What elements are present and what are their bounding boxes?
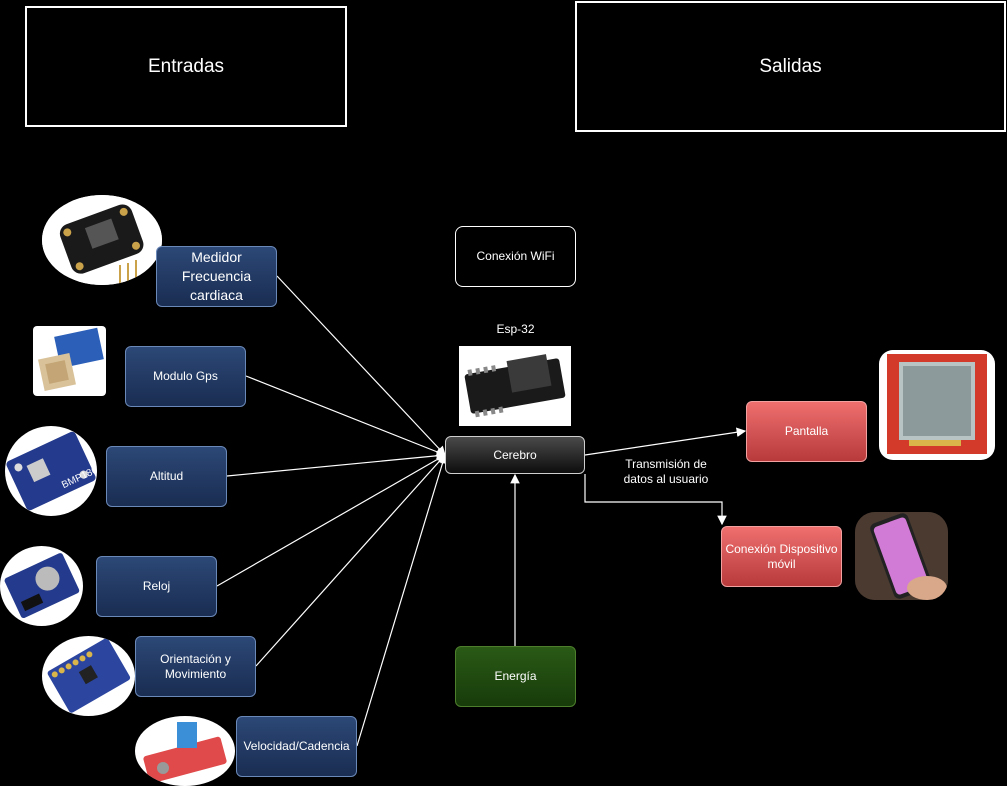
- altitude-label: Altitud: [149, 469, 184, 483]
- screen-image: [879, 350, 995, 460]
- altitude-node[interactable]: Altitud: [106, 446, 227, 507]
- orientation-sensor-icon: [47, 638, 131, 713]
- wifi-label: Conexión WiFi: [476, 249, 555, 263]
- orientation-node[interactable]: Orientación y Movimiento: [135, 636, 256, 697]
- esp32-board-image: [459, 346, 571, 426]
- clock-module-image: [0, 546, 83, 626]
- outputs-header-label: Salidas: [759, 55, 822, 77]
- board-caption: Esp-32: [496, 322, 535, 336]
- line-altitude: [226, 451, 447, 477]
- line-heart-rate: [276, 275, 446, 456]
- energy-label: Energía: [494, 669, 537, 683]
- outputs-header: Salidas: [575, 1, 1006, 132]
- line-mobile: [584, 474, 727, 526]
- clock-node[interactable]: Reloj: [96, 556, 217, 617]
- altitude-sensor-image: BMP180: [5, 426, 97, 516]
- lcd-screen-icon: [887, 354, 987, 454]
- mobile-label: Conexión Dispositivo móvil: [725, 541, 838, 571]
- line-gps: [245, 375, 447, 457]
- gps-node[interactable]: Modulo Gps: [125, 346, 246, 407]
- wifi-node[interactable]: Conexión WiFi: [455, 226, 576, 287]
- speed-label: Velocidad/Cadencia: [243, 739, 350, 753]
- heart-rate-label: Medidor Frecuencia cardiaca: [181, 249, 252, 303]
- gps-module-image: [33, 326, 106, 396]
- screen-label: Pantalla: [784, 424, 829, 438]
- inputs-header-label: Entradas: [147, 55, 225, 77]
- brain-label: Cerebro: [493, 447, 537, 462]
- clock-label: Reloj: [142, 579, 171, 593]
- screen-node[interactable]: Pantalla: [746, 401, 867, 462]
- inputs-header: Entradas: [25, 6, 347, 127]
- mobile-node[interactable]: Conexión Dispositivo móvil: [721, 526, 842, 587]
- speed-sensor-icon: [143, 722, 227, 784]
- gps-label: Modulo Gps: [153, 369, 218, 383]
- speed-sensor-image: [135, 716, 235, 786]
- orientation-sensor-image: [42, 636, 135, 716]
- brain-node[interactable]: Cerebro: [445, 436, 585, 474]
- esp32-board-icon: [464, 354, 566, 418]
- orientation-label: Orientación y Movimiento: [160, 651, 231, 681]
- smartphone-icon: [855, 512, 948, 600]
- transmission-label: Transmisión de datos al usuario: [623, 457, 709, 486]
- altitude-sensor-icon: BMP180: [6, 431, 97, 511]
- line-screen: [584, 427, 747, 456]
- clock-module-icon: [4, 553, 80, 619]
- line-speed: [356, 453, 448, 747]
- heart-rate-sensor-icon: [42, 195, 162, 285]
- gps-module-icon: [38, 327, 104, 391]
- mobile-image: [855, 512, 948, 600]
- speed-node[interactable]: Velocidad/Cadencia: [236, 716, 357, 777]
- energy-node[interactable]: Energía: [455, 646, 576, 707]
- line-orientation: [255, 454, 446, 667]
- heart-rate-sensor-image: [42, 195, 162, 285]
- line-clock: [216, 454, 447, 587]
- heart-rate-node[interactable]: Medidor Frecuencia cardiaca: [156, 246, 277, 307]
